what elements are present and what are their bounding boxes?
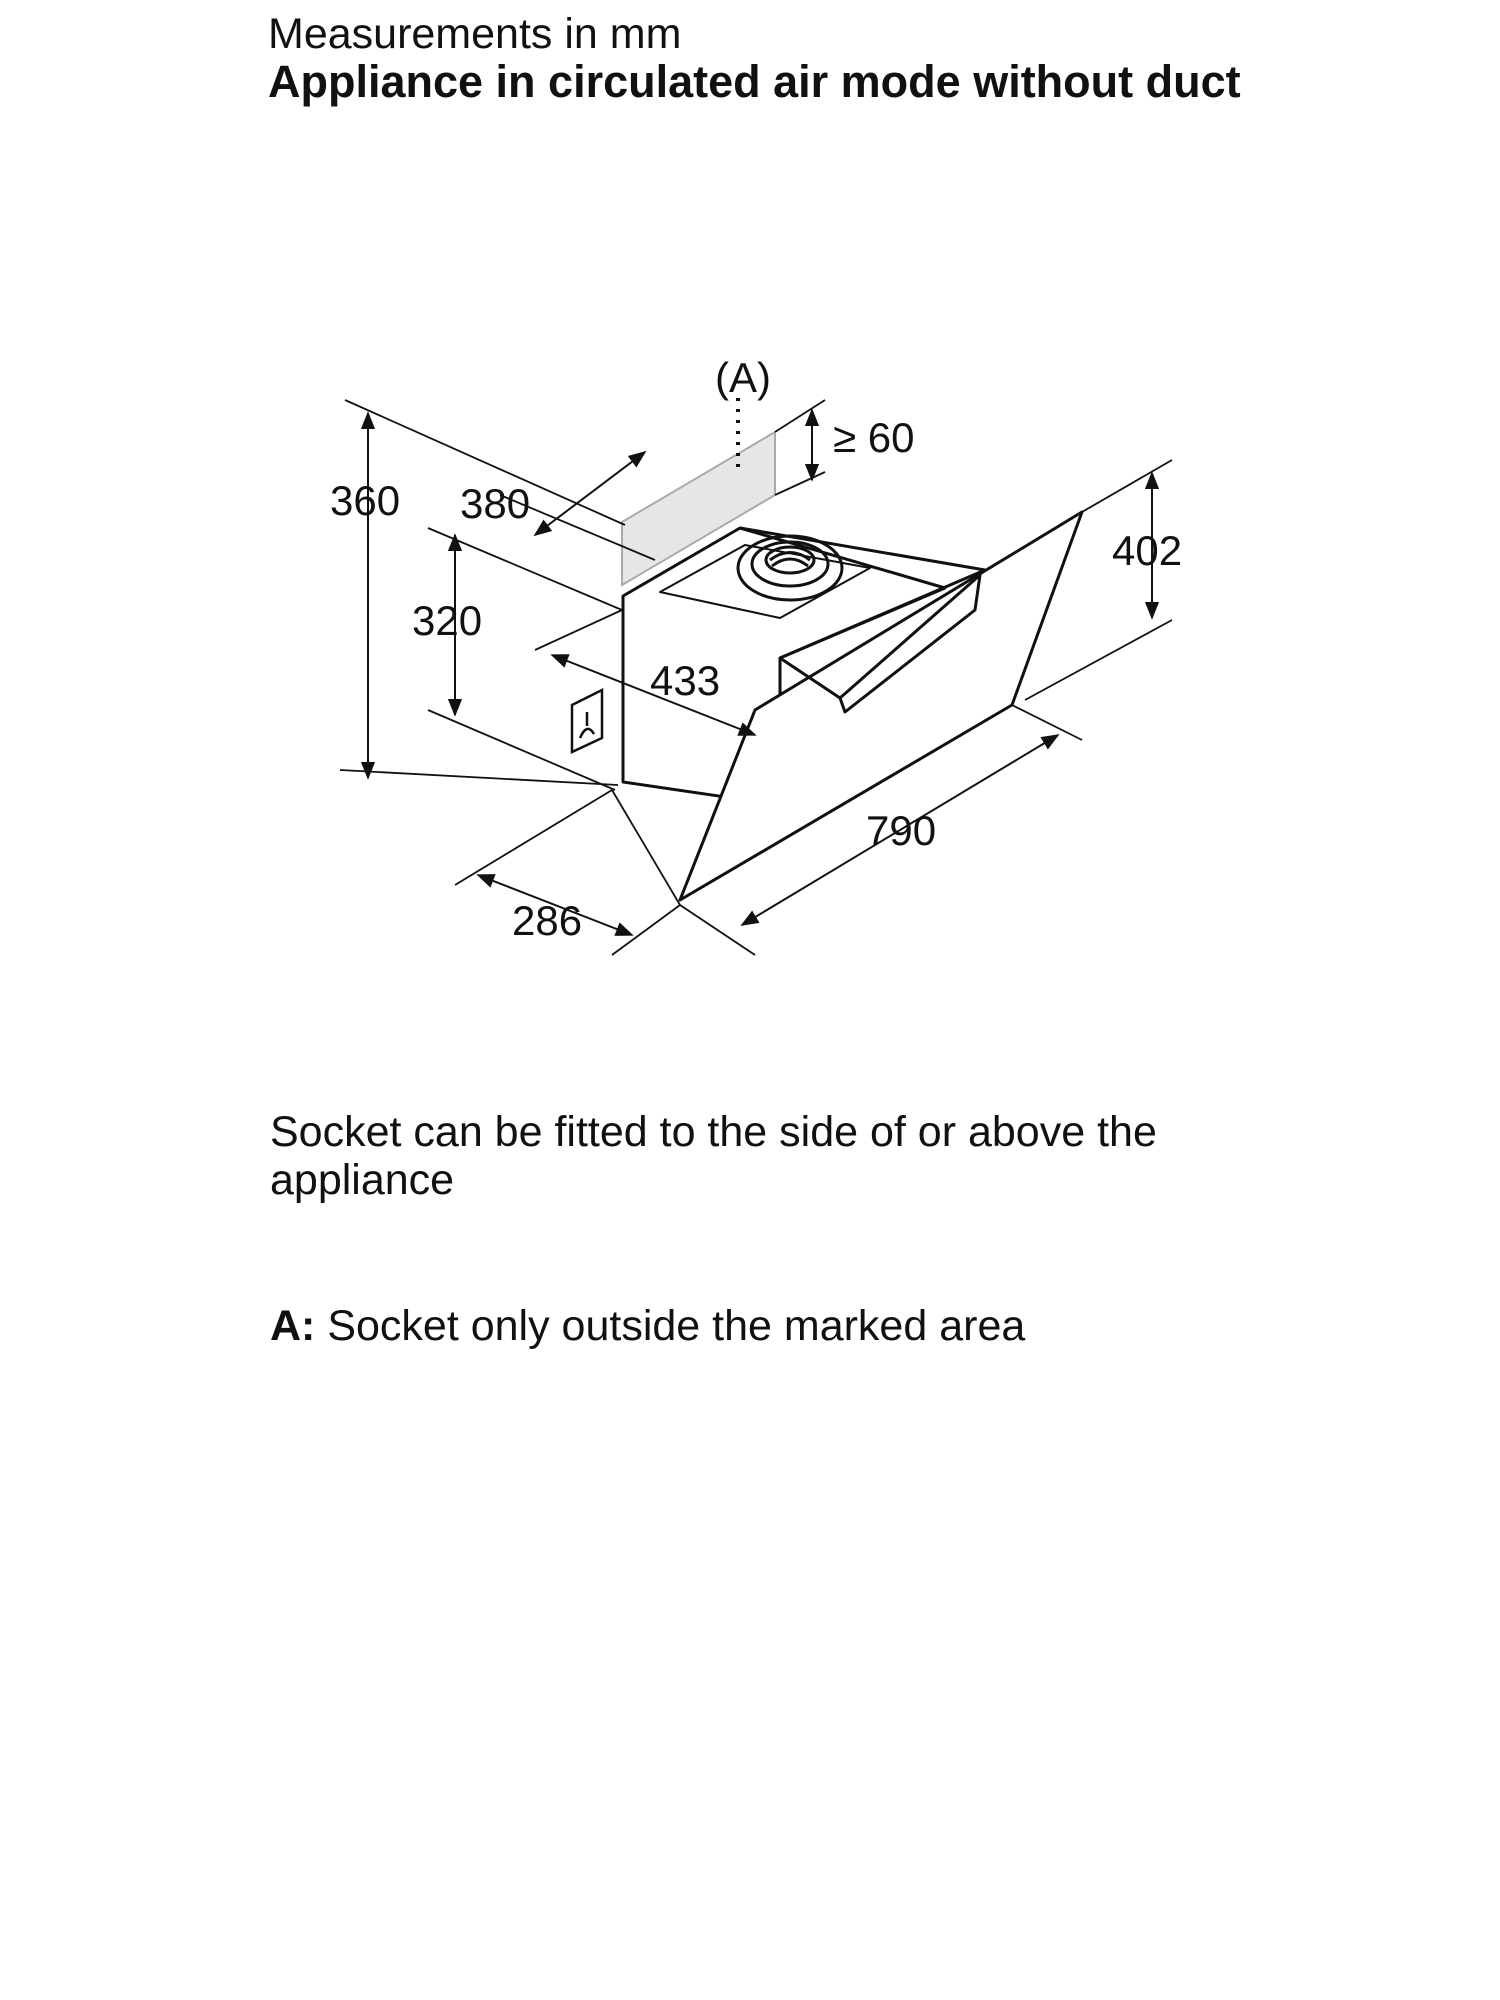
marked-area-note: A: Socket only outside the marked area [270, 1302, 1270, 1350]
dim-380: 380 [460, 480, 530, 527]
marked-area-text: Socket only outside the marked area [315, 1302, 1026, 1350]
dim-433: 433 [650, 657, 720, 704]
measurement-units: Measurements in mm [268, 10, 682, 58]
hood-dimension-diagram: (A) 360 380 320 433 ≥ 60 402 790 286 [330, 354, 1182, 956]
marked-area-key: A: [270, 1302, 316, 1350]
socket-note: Socket can be fitted to the side of or a… [270, 1108, 1157, 1204]
dim-clearance: ≥ 60 [833, 414, 914, 461]
extension-lines [339, 399, 1173, 956]
dimension-arrows [360, 408, 1160, 936]
heading: Measurements in mm Appliance in circulat… [268, 10, 1268, 106]
dim-402: 402 [1112, 527, 1182, 574]
marker-a-label: (A) [715, 354, 771, 401]
diagram-title: Appliance in circulated air mode without… [268, 56, 1241, 107]
dim-286: 286 [512, 897, 582, 944]
dim-320: 320 [412, 597, 482, 644]
socket-icon [570, 687, 604, 754]
dim-360: 360 [330, 477, 400, 524]
dim-790: 790 [866, 807, 936, 854]
